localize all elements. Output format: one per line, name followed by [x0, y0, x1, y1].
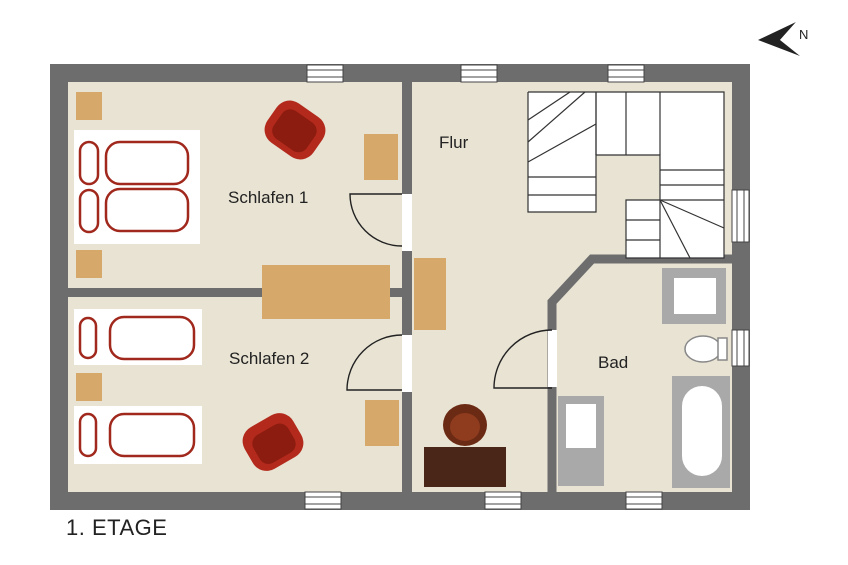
cabinet-flur — [414, 258, 446, 330]
nightstand-1b — [76, 250, 102, 278]
window-right-2 — [731, 329, 750, 367]
armchair-schlafen1 — [264, 100, 326, 160]
desk-chair-flur — [443, 404, 487, 446]
armchair-schlafen2 — [242, 413, 304, 471]
compass-label: N — [799, 27, 808, 42]
desk-flur — [424, 447, 506, 487]
wall-bad — [547, 254, 732, 492]
bed-schlafen2-b — [74, 406, 202, 464]
label-schlafen1: Schlafen 1 — [228, 188, 308, 207]
window-top-2 — [460, 64, 498, 83]
side-table-schlafen2 — [365, 400, 399, 446]
door-opening-schlafen2 — [402, 335, 412, 392]
window-bottom-3 — [625, 491, 663, 510]
door-swing-schlafen1 — [349, 193, 403, 247]
wall-between-bedrooms — [68, 288, 402, 297]
bed-schlafen2-a — [74, 309, 202, 365]
label-schlafen2: Schlafen 2 — [229, 349, 309, 368]
wardrobe-shared — [262, 265, 390, 319]
nightstand-2a — [76, 373, 102, 401]
shower-bad — [558, 396, 604, 486]
door-opening-bad — [548, 330, 557, 387]
window-bottom-1 — [304, 491, 342, 510]
window-bottom-2 — [484, 491, 522, 510]
side-table-schlafen1 — [364, 134, 398, 180]
door-opening-schlafen1 — [402, 194, 412, 251]
door-swing-bad — [493, 329, 553, 389]
window-right-1 — [731, 189, 750, 243]
bathtub-bad — [672, 376, 730, 488]
double-bed-schlafen1 — [74, 130, 200, 244]
sink-bad — [662, 268, 726, 324]
label-bad: Bad — [598, 353, 628, 372]
compass-north-arrow-icon — [758, 22, 800, 56]
nightstand-1a — [76, 92, 102, 120]
staircase — [527, 91, 725, 259]
window-top-1 — [306, 64, 344, 83]
window-top-3 — [607, 64, 645, 83]
door-swing-schlafen2 — [346, 334, 403, 391]
wall-bedrooms-flur — [402, 82, 412, 492]
floor-caption: 1. ETAGE — [66, 515, 168, 540]
label-flur: Flur — [439, 133, 469, 152]
toilet-bad — [684, 335, 728, 363]
